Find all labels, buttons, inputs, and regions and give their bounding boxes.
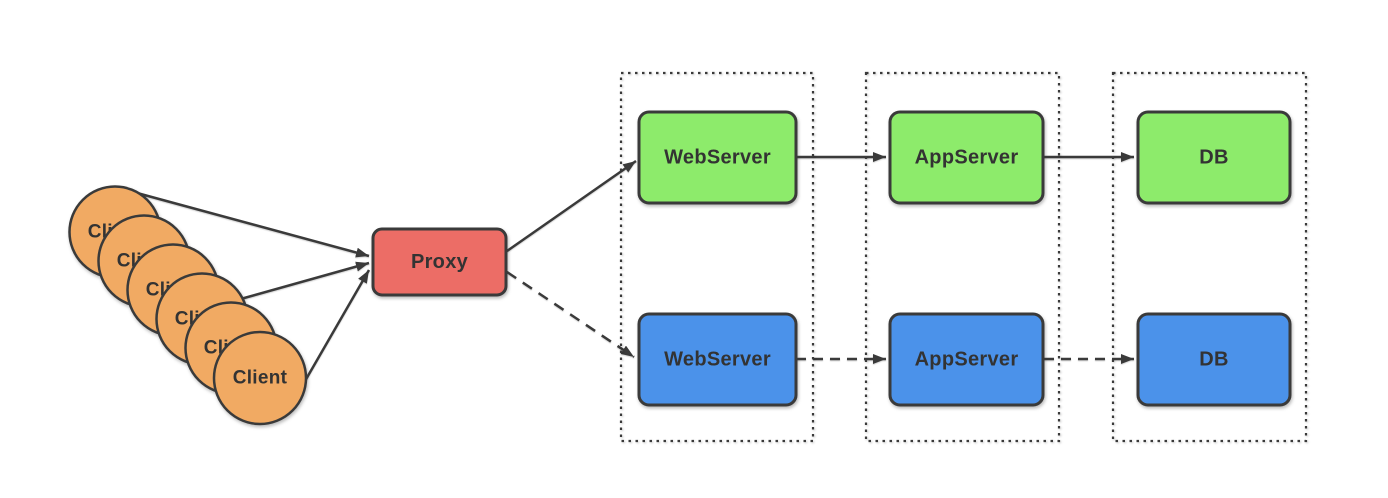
client-node-6-label: Client bbox=[233, 368, 288, 389]
arrow-proxy-to-green-webserver bbox=[506, 159, 637, 253]
green-db-node bbox=[1136, 110, 1292, 205]
blue-appserver-node bbox=[888, 312, 1045, 407]
db-column-container bbox=[1111, 71, 1308, 443]
green-db-label: DB bbox=[1199, 147, 1229, 169]
green-appserver-node bbox=[888, 110, 1045, 205]
blue-db-node bbox=[1136, 312, 1292, 407]
container-layer bbox=[619, 71, 1308, 443]
green-webserver-node bbox=[637, 110, 798, 205]
blue-webserver-node bbox=[637, 312, 798, 407]
arrow-client-top-to-proxy bbox=[136, 191, 370, 258]
green-webserver-label: WebServer bbox=[664, 147, 771, 169]
node-layer: Client Client Client Client Client Clien… bbox=[68, 110, 1292, 426]
blue-db-label: DB bbox=[1199, 349, 1229, 371]
blue-webserver-label: WebServer bbox=[664, 349, 771, 371]
edge-layer bbox=[136, 152, 1134, 382]
appserver-column-container bbox=[864, 71, 1061, 443]
green-appserver-label: AppServer bbox=[915, 147, 1019, 169]
arrow-proxy-to-blue-webserver bbox=[506, 270, 635, 359]
blue-appserver-label: AppServer bbox=[915, 349, 1019, 371]
client-node-6 bbox=[212, 330, 308, 426]
proxy-node bbox=[371, 227, 508, 297]
arrow-client-bottom-to-proxy bbox=[303, 269, 371, 382]
proxy-node-label: Proxy bbox=[411, 251, 469, 273]
arrow-client-middle-to-proxy bbox=[236, 261, 370, 302]
